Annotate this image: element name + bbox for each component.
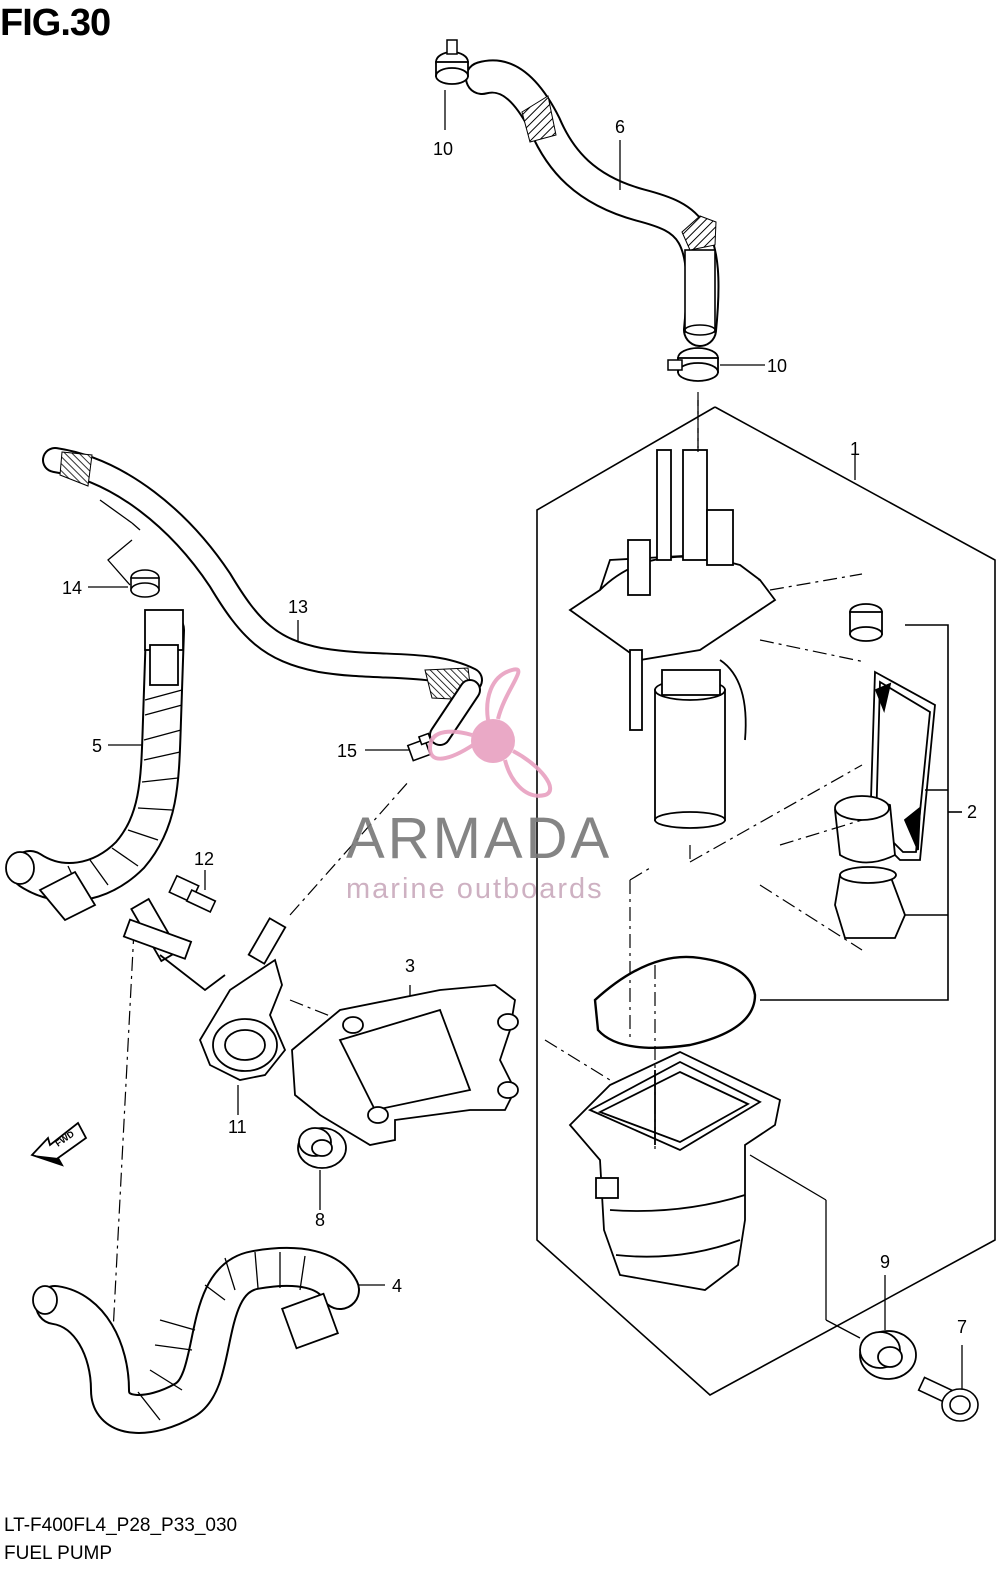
fuel-pump-top-cover[interactable] — [568, 449, 777, 731]
propeller-logo-icon — [427, 667, 553, 798]
clip-part-14[interactable] — [130, 569, 160, 598]
callout-9[interactable]: 9 — [880, 1252, 890, 1272]
grommet-part-9[interactable] — [859, 1330, 917, 1380]
callout-15[interactable]: 15 — [337, 741, 357, 761]
watermark-tagline: marine outboards — [346, 873, 604, 905]
fuel-valve-part-11[interactable] — [122, 897, 287, 1081]
callout-2[interactable]: 2 — [967, 802, 977, 822]
filter-group-bracket — [760, 624, 962, 1001]
callout-6[interactable]: 6 — [615, 117, 625, 137]
callout-3[interactable]: 3 — [405, 956, 415, 976]
callout-4[interactable]: 4 — [392, 1276, 402, 1296]
hose-part-13[interactable] — [42, 447, 483, 746]
callout-13[interactable]: 13 — [288, 597, 308, 617]
callout-7[interactable]: 7 — [957, 1317, 967, 1337]
callout-10-lower[interactable]: 10 — [767, 356, 787, 376]
gasket[interactable] — [593, 955, 757, 1050]
fuel-pump-housing[interactable] — [568, 1051, 782, 1291]
callout-labels: 1 2 3 4 5 6 7 8 9 10 10 11 12 13 14 15 — [62, 117, 977, 1337]
armada-watermark: ARMADA marine outboards — [346, 667, 612, 905]
callout-5[interactable]: 5 — [92, 736, 102, 756]
figure-title: FIG.30 — [0, 2, 111, 44]
bracket-part-3[interactable] — [291, 984, 519, 1146]
hose-part-4[interactable] — [32, 1247, 360, 1434]
callout-12[interactable]: 12 — [194, 849, 214, 869]
bolt-part-12[interactable] — [168, 874, 217, 913]
hose-clamp-part-10-lower[interactable] — [667, 347, 719, 382]
callout-8[interactable]: 8 — [315, 1210, 325, 1230]
callout-1[interactable]: 1 — [850, 439, 860, 459]
callout-11[interactable]: 11 — [228, 1117, 247, 1137]
watermark-brand: ARMADA — [346, 806, 612, 871]
hose-part-6[interactable] — [465, 59, 720, 347]
assembly-outline-part-1 — [536, 406, 996, 1396]
diagram-code: LT-F400FL4_P28_P33_030 — [4, 1515, 238, 1536]
grommet-part-8[interactable] — [297, 1127, 347, 1169]
hose-clamp-part-10-upper[interactable] — [435, 39, 469, 85]
filter-group-part-2[interactable] — [834, 603, 936, 939]
callout-10-upper[interactable]: 10 — [433, 139, 453, 159]
fuel-pump-motor[interactable] — [654, 659, 747, 829]
dashed-guides — [109, 392, 866, 1391]
hose-part-5[interactable] — [5, 609, 185, 922]
leader-lines — [88, 90, 963, 1395]
bolt-part-7[interactable] — [917, 1376, 979, 1422]
diagram-caption: FUEL PUMP — [4, 1543, 113, 1564]
clamp-part-15[interactable] — [406, 732, 433, 762]
forward-direction-arrow: FWD — [30, 1121, 88, 1167]
callout-14[interactable]: 14 — [62, 578, 82, 598]
